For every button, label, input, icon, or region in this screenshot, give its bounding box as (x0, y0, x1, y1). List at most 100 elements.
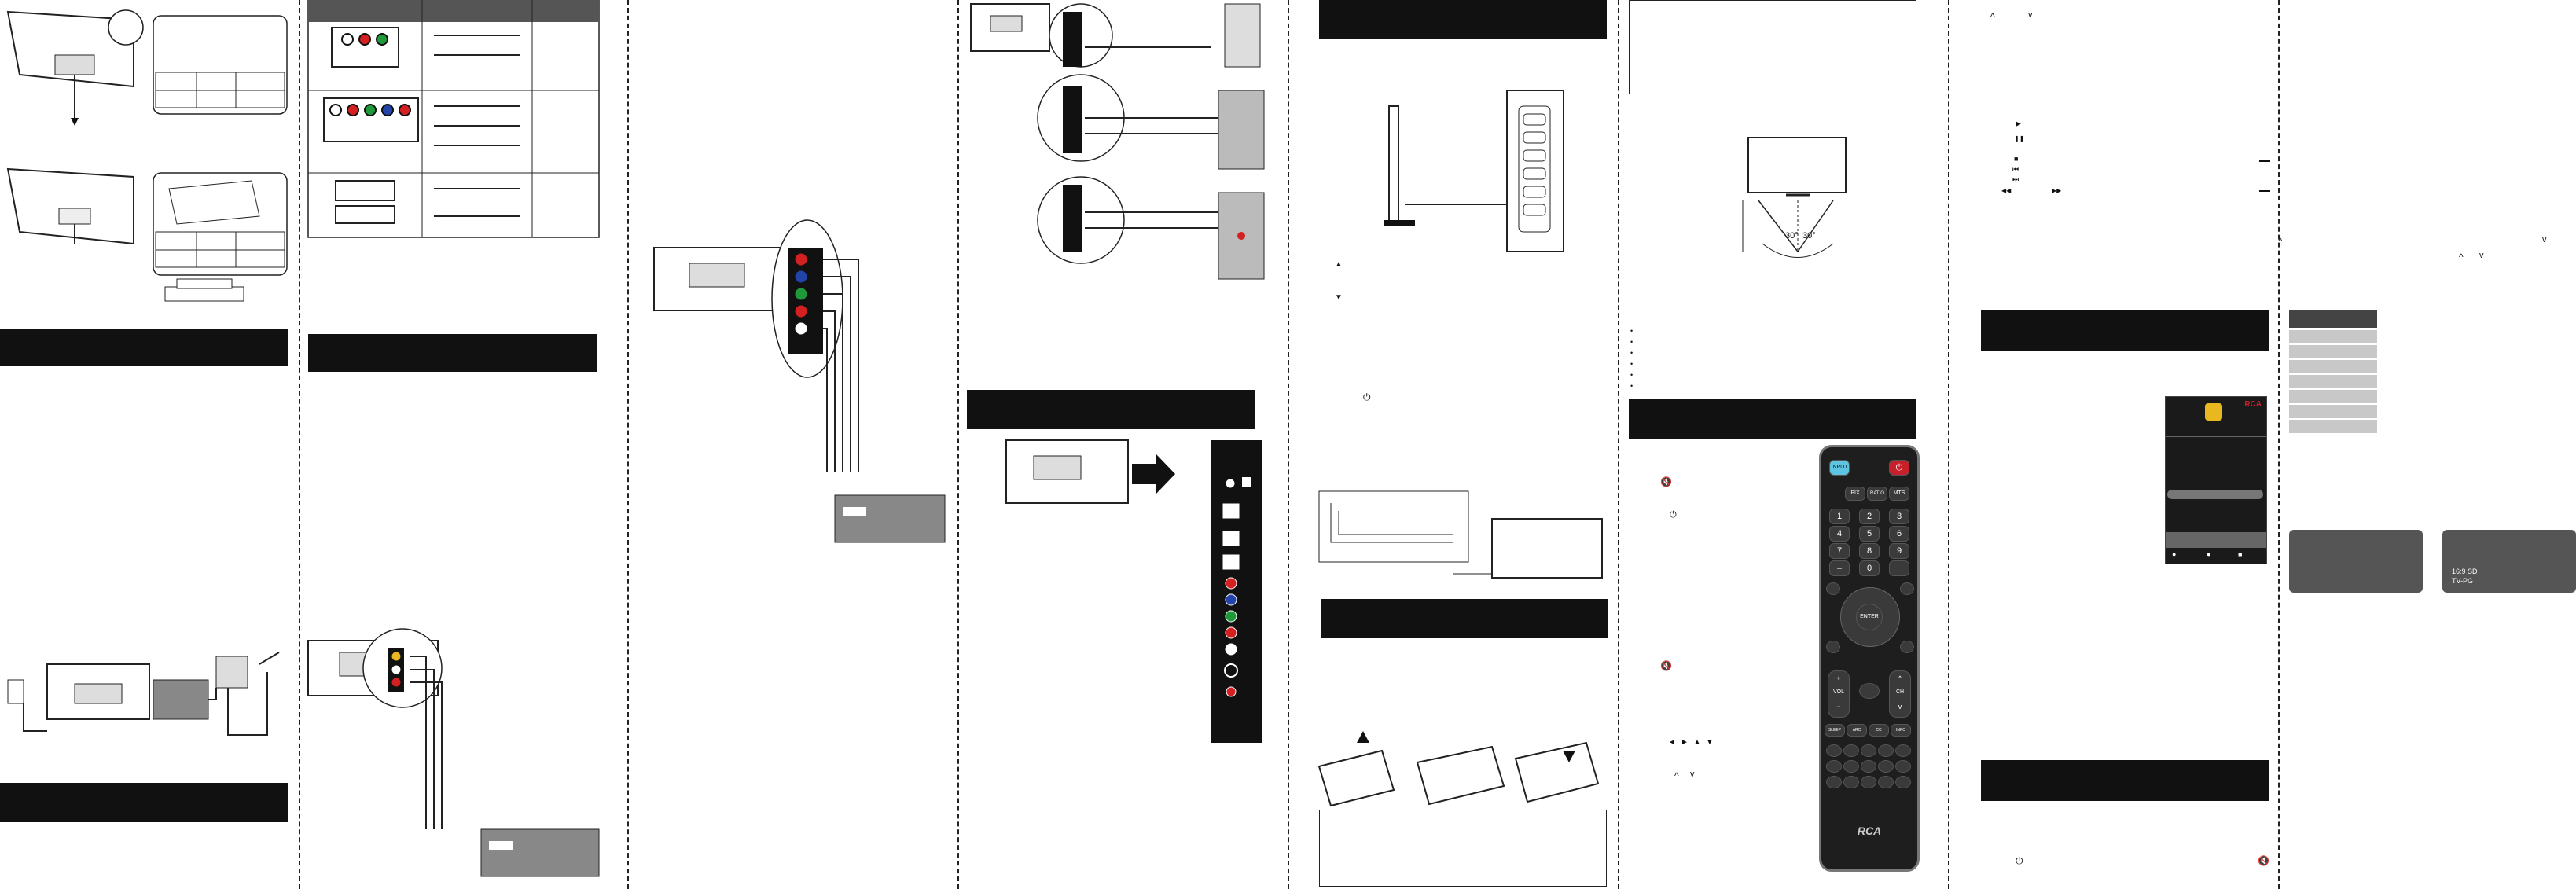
mute-icon: 🔇 (1660, 476, 1672, 487)
menu-item[interactable] (2289, 420, 2377, 435)
status-bar (2166, 532, 2266, 548)
mute-button[interactable] (1859, 683, 1880, 699)
num-6-button[interactable]: 6 (1889, 526, 1909, 542)
menu-item[interactable] (2289, 360, 2377, 375)
remote-brand-logo: RCA (1857, 825, 1882, 837)
num-9-button[interactable]: 9 (1889, 543, 1909, 559)
folder-icon[interactable] (2205, 403, 2222, 421)
vol-down-icon: − (1836, 703, 1841, 711)
prev-icon: ⏮ (2012, 165, 2019, 173)
pause-icon: ❚❚ (2014, 135, 2025, 142)
ch-up-icon: ^ (1898, 674, 1902, 682)
caret-up-icon: ^ (1674, 770, 1679, 781)
down-triangle-icon: ▼ (1706, 738, 1714, 747)
arc-button[interactable]: ARC (1847, 724, 1867, 737)
dash-button[interactable]: – (1829, 560, 1850, 576)
media-button[interactable] (1878, 744, 1894, 757)
rewind-icon: ◀◀ (2001, 187, 2012, 194)
power-icon: ⏻ (2016, 855, 2023, 866)
fold-line (957, 0, 959, 889)
menu-item[interactable] (2289, 375, 2377, 390)
media-button[interactable] (1861, 744, 1876, 757)
power-button[interactable]: ⏻ (1889, 460, 1909, 476)
viewing-angle-illustration (1742, 137, 1847, 258)
caret-up-icon: ^ (2278, 236, 2283, 247)
num-3-button[interactable]: 3 (1889, 509, 1909, 524)
num-1-button[interactable]: 1 (1829, 509, 1850, 524)
mute-icon: 🔇 (2258, 855, 2269, 866)
num-8-button[interactable]: 8 (1859, 543, 1880, 559)
section-header-band (0, 329, 288, 366)
menu-button[interactable] (1826, 582, 1840, 595)
media-button[interactable] (1843, 776, 1859, 788)
pix-button[interactable]: PIX (1845, 487, 1865, 501)
num-2-button[interactable]: 2 (1859, 509, 1880, 524)
caret-down-icon: v (2542, 235, 2547, 244)
av-connection-illustration (307, 628, 600, 877)
media-button[interactable] (1843, 744, 1859, 757)
menu-item[interactable] (2289, 330, 2377, 345)
wall-distance-illustration (1318, 490, 1603, 579)
media-button[interactable] (1895, 776, 1911, 788)
viewing-angle-right-label: 30° (1802, 231, 1816, 241)
nav-dot-icon[interactable]: ● (2172, 550, 2177, 558)
ratio-button[interactable]: RATIO (1867, 487, 1887, 501)
selection-bar[interactable] (2167, 490, 2263, 499)
menu-item[interactable] (2289, 405, 2377, 420)
media-button[interactable] (1878, 776, 1894, 788)
mute-icon: 🔇 (1660, 660, 1672, 671)
fold-line (1288, 0, 1289, 889)
media-button[interactable] (1895, 744, 1911, 757)
section-header-band (1981, 760, 2269, 801)
info-small-button[interactable] (1900, 641, 1914, 653)
media-button[interactable] (1826, 776, 1842, 788)
rating-text: TV-PG (2452, 577, 2474, 585)
back-button[interactable] (1826, 641, 1840, 653)
ch-label: CH (1895, 689, 1905, 695)
panel-5: ▲ ▼ ⏻ (1291, 0, 1613, 889)
info-banner: 16:9 SD TV-PG (2442, 530, 2576, 593)
bullet: • (1630, 371, 1633, 379)
sleep-button[interactable]: SLEEP (1825, 724, 1845, 737)
right-triangle-icon: ► (1681, 738, 1689, 747)
nav-square-icon[interactable]: ■ (2238, 550, 2243, 558)
vol-rocker[interactable]: + VOL − (1828, 670, 1850, 718)
viewing-angle-left-label: 30° (1785, 231, 1799, 241)
bullet: • (1630, 382, 1633, 390)
caret-up-icon: ^ (1990, 11, 1995, 22)
cc-button[interactable]: CC (1869, 724, 1889, 737)
menu-item[interactable] (2289, 390, 2377, 405)
panel-8: ^ v v (2281, 0, 2576, 889)
fast-forward-icon: ▶▶ (2052, 187, 2062, 194)
component-connection-illustration (653, 219, 946, 543)
media-button[interactable] (1826, 744, 1842, 757)
media-button[interactable] (1843, 760, 1859, 773)
vol-label: VOL (1832, 689, 1844, 695)
media-menu-screen: RCA ● ● ■ (2165, 396, 2267, 564)
caret-down-icon: v (1690, 770, 1695, 779)
media-button[interactable] (1861, 760, 1876, 773)
caret-down-icon: v (2479, 251, 2484, 260)
stop-icon: ■ (2014, 155, 2019, 163)
input-button[interactable]: INPUT (1829, 460, 1850, 476)
media-button[interactable] (1895, 760, 1911, 773)
num-5-button[interactable]: 5 (1859, 526, 1880, 542)
media-button[interactable] (1878, 760, 1894, 773)
media-button[interactable] (1826, 760, 1842, 773)
menu-item[interactable] (2289, 345, 2377, 360)
section-header-band (1629, 399, 1916, 439)
note-box (1629, 0, 1916, 94)
return-button[interactable] (1889, 560, 1909, 576)
nav-dot-icon[interactable]: ● (2207, 550, 2211, 558)
num-4-button[interactable]: 4 (1829, 526, 1850, 542)
mts-button[interactable]: MTS (1889, 487, 1909, 501)
num-0-button[interactable]: 0 (1859, 560, 1880, 576)
media-button[interactable] (1861, 776, 1876, 788)
ch-rocker[interactable]: ^ CH v (1889, 670, 1911, 718)
exit-button[interactable] (1900, 582, 1914, 595)
info-button[interactable]: INFO (1891, 724, 1911, 737)
tv-side-panel-illustration (1005, 439, 1262, 743)
enter-button[interactable]: ENTER (1856, 604, 1883, 630)
num-7-button[interactable]: 7 (1829, 543, 1850, 559)
bullet: • (1630, 327, 1633, 335)
